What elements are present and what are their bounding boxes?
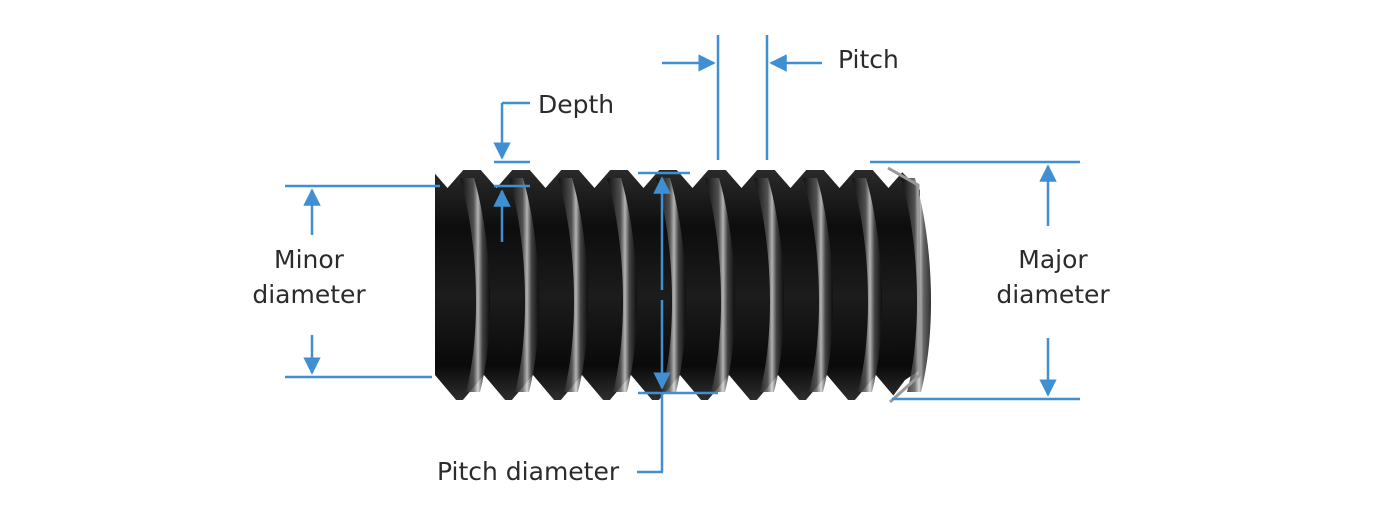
thread-top-profile	[423, 150, 938, 188]
threaded-rod-icon	[423, 150, 950, 412]
thread-flank-highlight	[656, 178, 687, 392]
thread-flank-highlight	[705, 178, 736, 392]
major-diameter-label-line2: diameter	[996, 280, 1110, 309]
thread-flank-highlight	[607, 178, 638, 392]
dimension-lines	[285, 35, 1080, 474]
thread-flank-highlight	[509, 178, 540, 392]
rod-chamfer	[887, 166, 922, 404]
thread-flank-highlight	[901, 178, 932, 392]
pitch-label: Pitch	[838, 45, 899, 74]
thread-flanks	[460, 178, 932, 392]
minor-diameter-label-line2: diameter	[252, 280, 366, 309]
thread-flank-highlight	[803, 178, 834, 392]
depth-label: Depth	[538, 90, 614, 119]
thread-flank-highlight	[754, 178, 785, 392]
pitch-diameter-label: Pitch diameter	[437, 457, 620, 486]
thread-flank-highlight	[852, 178, 883, 392]
minor-diameter-label-line1: Minor	[274, 245, 345, 274]
major-diameter-label-line1: Major	[1018, 245, 1088, 274]
thread-flank-highlight	[558, 178, 589, 392]
thread-flank-highlight	[460, 178, 491, 392]
